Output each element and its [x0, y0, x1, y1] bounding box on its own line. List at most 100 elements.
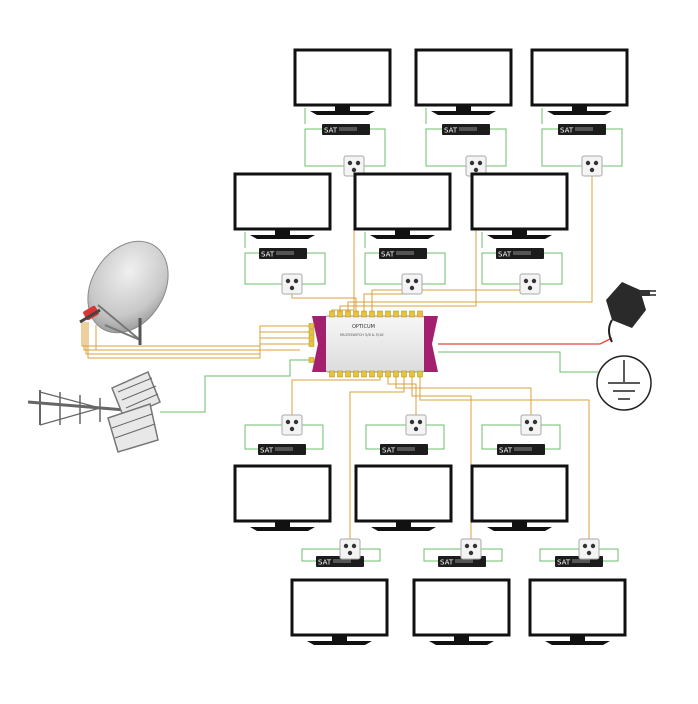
cable — [481, 252, 520, 285]
socket-port — [355, 160, 361, 166]
receiver-label: SAT — [261, 251, 275, 259]
socket-port — [347, 550, 353, 556]
tv-icon — [293, 48, 392, 115]
tv-stand — [547, 111, 612, 115]
cable — [302, 424, 324, 450]
multiswitch-input-connector — [308, 357, 315, 363]
socket-port — [417, 419, 423, 425]
cable — [364, 252, 402, 285]
multiswitch-output-connector — [417, 310, 423, 318]
tv-stand — [487, 235, 552, 239]
cable — [244, 424, 282, 450]
cable — [302, 252, 326, 285]
socket-port — [472, 543, 478, 549]
set-top-box-icon: SAT — [258, 444, 306, 455]
satellite-dish-icon — [79, 240, 169, 345]
multiswitch-input-connector — [308, 329, 315, 335]
socket-port — [347, 160, 353, 166]
multiswitch-brand: OPTICUM — [352, 324, 375, 330]
socket-plate — [401, 273, 423, 295]
socket-port — [589, 167, 595, 173]
receiver-label: SAT — [318, 559, 332, 567]
tv-neck — [396, 521, 411, 527]
set-top-box-display — [339, 127, 357, 131]
wall-socket-icon — [343, 155, 365, 177]
socket-port — [528, 426, 534, 432]
socket-port — [413, 278, 419, 284]
cable — [419, 372, 590, 539]
set-top-box-icon: SAT — [380, 444, 428, 455]
cable — [365, 424, 406, 450]
socket-port — [464, 543, 470, 549]
tv-screen — [414, 48, 513, 107]
cable — [160, 359, 314, 413]
socket-plate — [581, 155, 603, 177]
socket-port — [473, 167, 479, 173]
tv-icon — [290, 578, 389, 645]
multiswitch-input-connector — [308, 323, 315, 329]
wall-socket-icon — [281, 414, 303, 436]
receiver-label: SAT — [560, 127, 574, 135]
cable — [360, 548, 381, 562]
multiswitch-output-connector — [369, 310, 375, 318]
tv-screen — [233, 464, 332, 523]
socket-port — [289, 426, 295, 432]
tv-neck — [395, 229, 410, 235]
tv-icon — [414, 48, 513, 115]
wall-socket-icon — [339, 538, 361, 560]
cable — [481, 424, 521, 450]
tv-neck — [275, 521, 290, 527]
tv-stand — [545, 641, 610, 645]
set-top-box-icon: SAT — [259, 248, 307, 259]
multiswitch-output-connector — [353, 370, 359, 378]
socket-port — [285, 278, 291, 284]
cable — [301, 548, 340, 562]
tv-icon — [353, 172, 452, 239]
cables — [81, 108, 623, 562]
multiswitch-input-connector — [308, 341, 315, 347]
socket-port — [531, 278, 537, 284]
socket-plate — [460, 538, 482, 560]
cable — [602, 128, 623, 167]
socket-port — [586, 550, 592, 556]
multiswitch-output-connector — [401, 370, 407, 378]
set-top-box-display — [397, 447, 415, 451]
socket-port — [289, 285, 295, 291]
multiswitch-left-cap — [312, 316, 326, 372]
power-adapter-icon — [606, 282, 656, 343]
socket-port — [527, 285, 533, 291]
wall-socket-icon — [405, 414, 427, 436]
tv-icon — [412, 578, 511, 645]
receiver-label: SAT — [499, 447, 513, 455]
cable — [481, 548, 503, 562]
tv-stand — [307, 641, 372, 645]
tv-screen — [290, 578, 389, 637]
wall-socket-icon — [281, 273, 303, 295]
socket-port — [590, 543, 596, 549]
wall-socket-icon — [401, 273, 423, 295]
tv-neck — [512, 521, 527, 527]
set-top-box-display — [276, 251, 294, 255]
multiswitch-output-connector — [361, 370, 367, 378]
cable — [349, 372, 405, 539]
wall-socket-icon — [581, 155, 603, 177]
cable — [425, 128, 466, 167]
cable — [363, 293, 412, 316]
set-top-box-display — [514, 447, 532, 451]
multiswitch-output-connector — [385, 310, 391, 318]
socket-port — [409, 285, 415, 291]
wall-socket-icon — [460, 538, 482, 560]
socket-port — [351, 543, 357, 549]
socket-port — [469, 160, 475, 166]
multiswitch-output-connector — [385, 370, 391, 378]
tv-screen — [233, 172, 332, 231]
tv-neck — [332, 635, 347, 641]
wall-socket-icon — [578, 538, 600, 560]
socket-plate — [519, 273, 541, 295]
receiver-label: SAT — [498, 251, 512, 259]
tv-stand — [431, 111, 496, 115]
tv-icon — [530, 48, 629, 115]
tv-icon — [528, 578, 627, 645]
multiswitch: OPTICUM MULTISWITCH 5/8 & 5/16 — [308, 310, 438, 378]
multiswitch-output-connector — [345, 310, 351, 318]
